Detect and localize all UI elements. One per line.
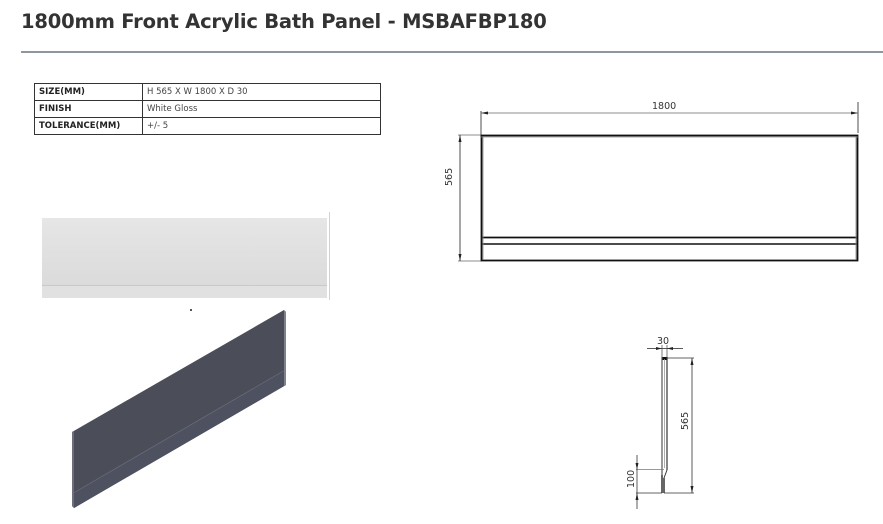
spec-row-tolerance: TOLERANCE(MM) +/- 5 (34, 117, 381, 135)
title-divider (21, 51, 883, 53)
side-plinth-label: 100 (626, 469, 637, 488)
spec-table: SIZE(MM) H 565 X W 1800 X D 30 FINISH Wh… (34, 83, 381, 135)
spec-key: TOLERANCE(MM) (34, 117, 143, 135)
side-depth-label: 30 (657, 336, 670, 347)
panel-plinth-lip (42, 285, 327, 298)
page-title: 1800mm Front Acrylic Bath Panel - MSBAFB… (21, 10, 547, 33)
photo-edge-line (329, 212, 330, 300)
product-photo-white-panel (42, 218, 327, 298)
spec-value: +/- 5 (142, 117, 381, 135)
product-3d-render (72, 310, 286, 508)
stray-dot (190, 309, 192, 311)
side-height-label: 565 (680, 411, 691, 430)
front-width-label: 1800 (652, 101, 677, 112)
